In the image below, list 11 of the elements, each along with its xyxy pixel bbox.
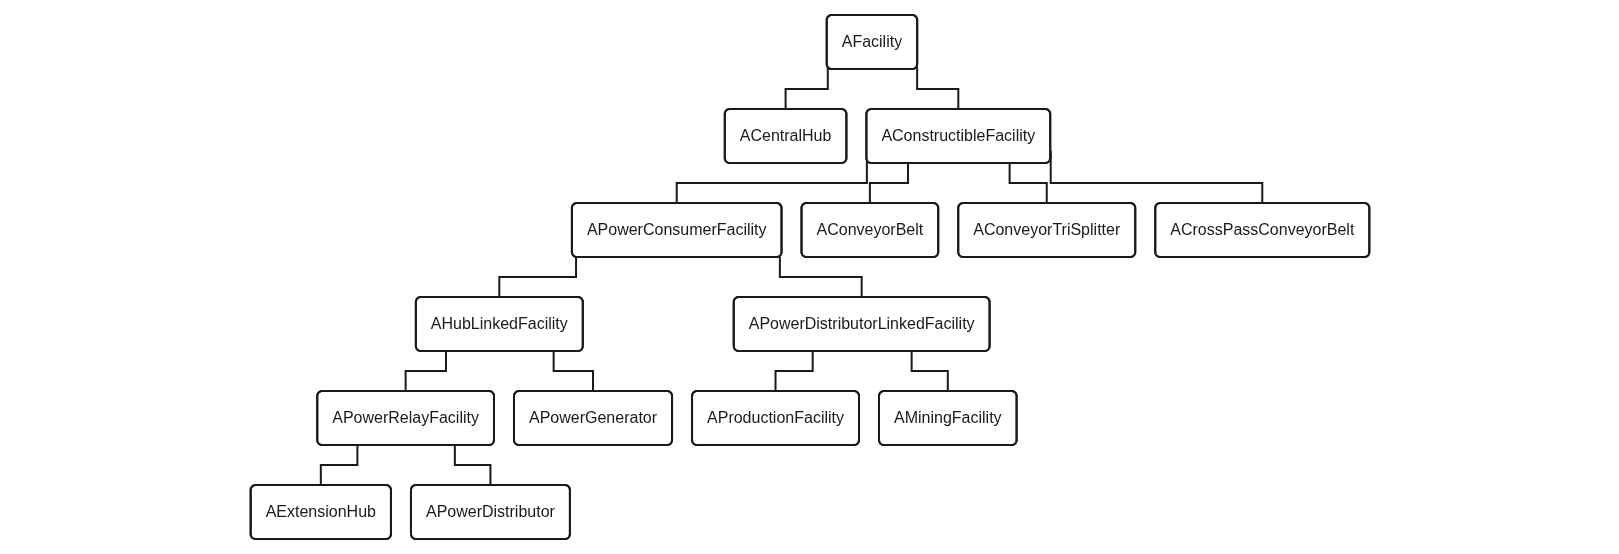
connector (915, 65, 960, 111)
connector (404, 350, 447, 393)
connector (910, 350, 949, 393)
connector (868, 162, 909, 205)
connector (552, 350, 594, 393)
connector (453, 444, 492, 487)
connector (774, 350, 814, 393)
connector (778, 255, 863, 299)
connector (497, 256, 577, 299)
connector (319, 444, 358, 487)
connector (1008, 162, 1048, 205)
